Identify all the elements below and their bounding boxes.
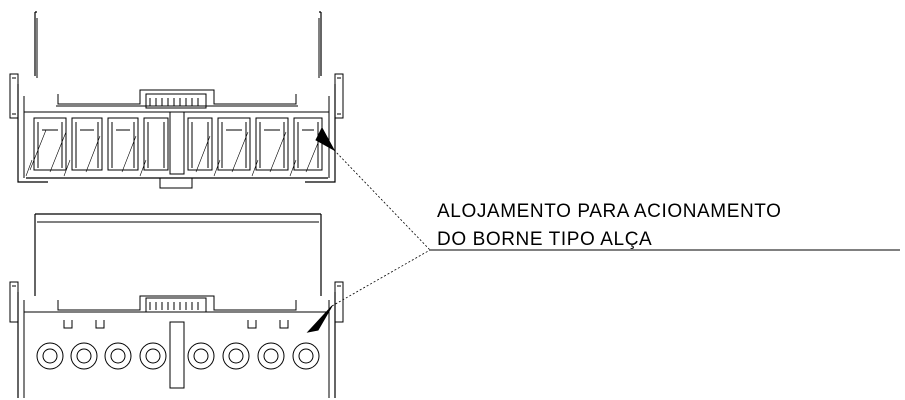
leader-arrow-top <box>315 126 336 152</box>
leader-arrow-bottom <box>306 305 333 333</box>
center-divider <box>169 321 185 389</box>
annotation-line-1: ALOJAMENTO PARA ACIONAMENTO <box>437 201 782 222</box>
terminal-cells-top <box>33 111 323 175</box>
bottom-view-component <box>9 213 344 398</box>
hatching-top <box>25 129 321 177</box>
annotation-line-2: DO BORNE TIPO ALÇA <box>437 229 653 250</box>
leader-lines <box>331 149 431 307</box>
round-terminals <box>36 342 320 370</box>
center-window-block <box>145 93 207 109</box>
top-view-component <box>9 11 344 189</box>
